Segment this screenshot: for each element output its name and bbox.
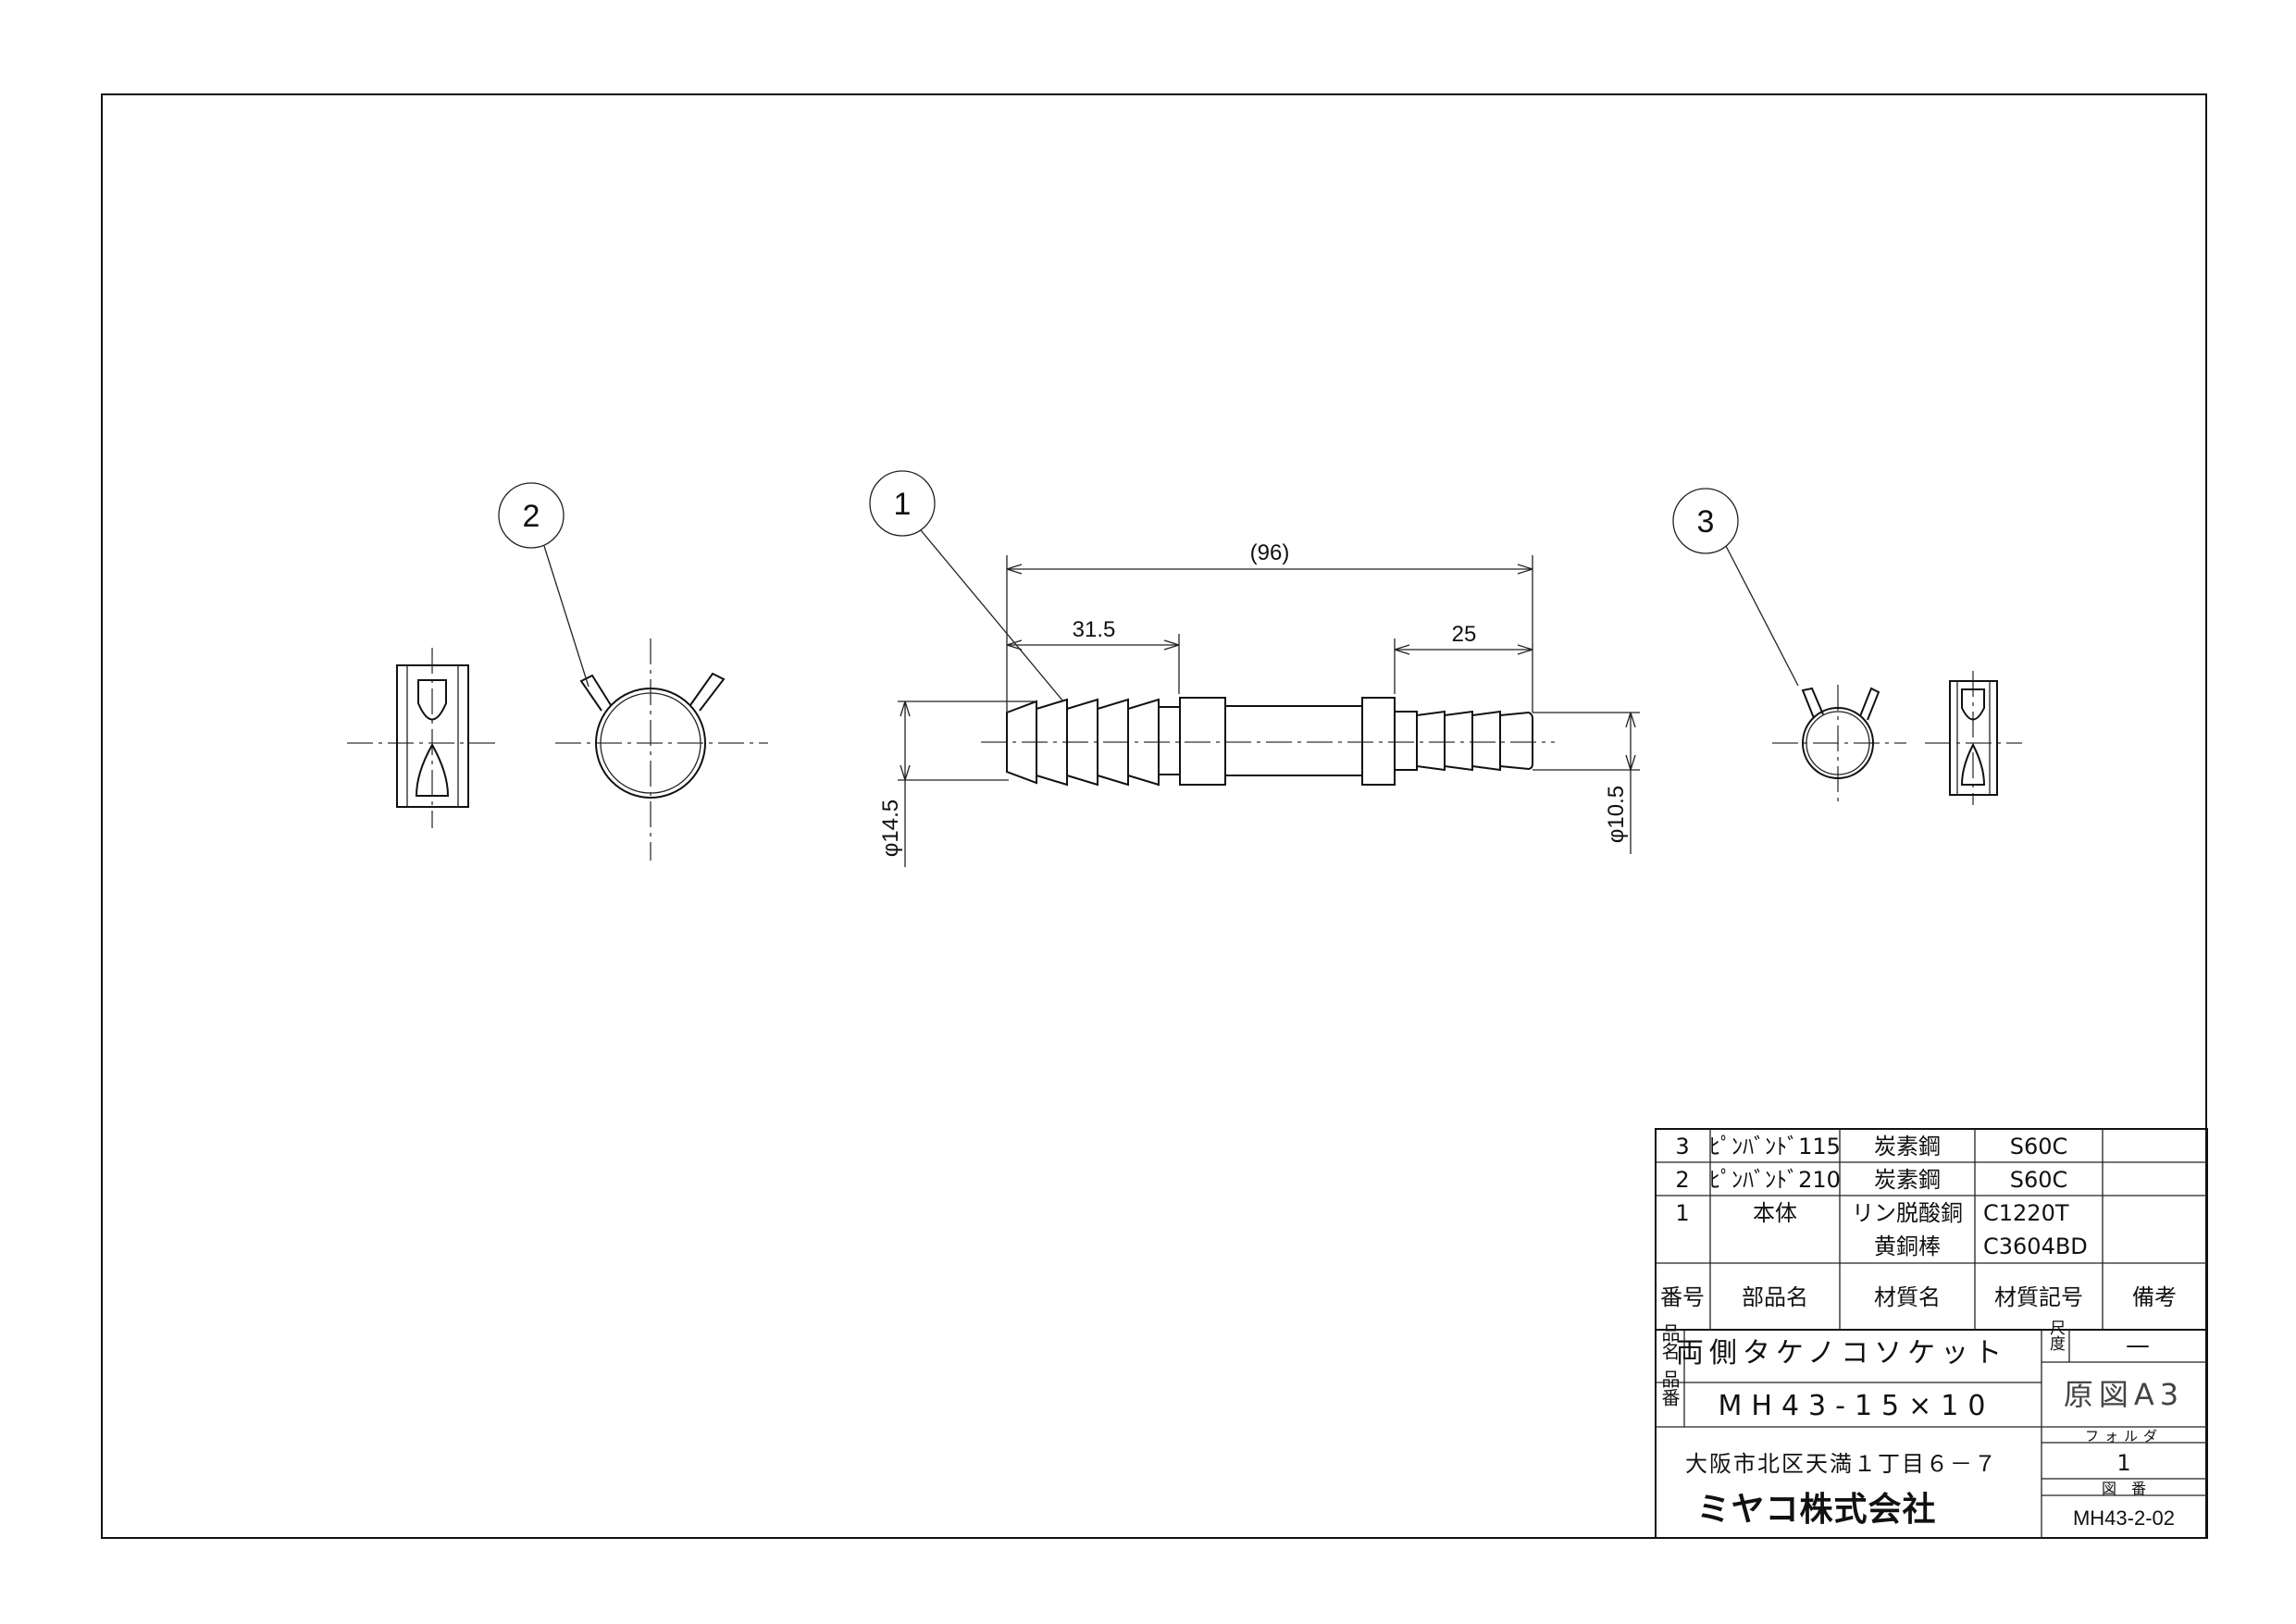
header-notes: 備考: [2132, 1284, 2177, 1310]
row-no: 3: [1675, 1134, 1689, 1159]
row-name: ﾋﾟﾝﾊﾞﾝﾄﾞ210: [1709, 1167, 1841, 1193]
row-code: C1220T: [1983, 1200, 2069, 1226]
header-part-name: 部品名: [1742, 1284, 1808, 1310]
row-no: 1: [1675, 1200, 1689, 1226]
dim-left-barb: 31.5: [1073, 617, 1116, 642]
balloon-2: 2: [498, 482, 590, 688]
folder-label: フォルダ: [2085, 1428, 2163, 1444]
row-code: S60C: [2010, 1167, 2068, 1193]
folder-value: 1: [2116, 1450, 2130, 1476]
product-name-label: 品名: [1658, 1323, 1681, 1360]
clamp-210-front-view: [555, 638, 768, 861]
product-number-label: 品番: [1658, 1370, 1681, 1407]
parts-table: 3 ﾋﾟﾝﾊﾞﾝﾄﾞ115 炭素鋼 S60C 2 ﾋﾟﾝﾊﾞﾝﾄﾞ210 炭素鋼…: [1655, 1128, 2208, 1331]
original-size: 原図A3: [2064, 1377, 2184, 1412]
dim-left-diameter: φ14.5: [878, 800, 903, 857]
header-no: 番号: [1660, 1284, 1705, 1310]
dim-right-barb: 25: [1452, 622, 1477, 647]
row-name: ﾋﾟﾝﾊﾞﾝﾄﾞ115: [1709, 1134, 1841, 1159]
balloon-3: 3: [1672, 488, 1799, 687]
company-name: ミヤコ株式会社: [1696, 1491, 1936, 1529]
balloon-1: 1: [869, 470, 1064, 702]
table-row: 2 ﾋﾟﾝﾊﾞﾝﾄﾞ210 炭素鋼 S60C: [1675, 1167, 2067, 1193]
product-name: 両側タケノコソケット: [1676, 1337, 2007, 1370]
clamp-210-side-view: [347, 648, 500, 828]
row-no: 2: [1675, 1167, 1689, 1193]
dim-overall: (96): [1250, 540, 1290, 565]
clamp-115-front-view: [1772, 685, 1906, 805]
drawing-number-label: 図 番: [2102, 1480, 2146, 1497]
header-material-code: 材質記号: [1994, 1284, 2083, 1310]
balloon-3-label: 3: [1697, 504, 1715, 539]
row-name: 本体: [1753, 1200, 1797, 1226]
scale-value: —: [2126, 1332, 2150, 1359]
socket-body: [981, 697, 1555, 787]
table-row: 3 ﾋﾟﾝﾊﾞﾝﾄﾞ115 炭素鋼 S60C: [1675, 1134, 2067, 1159]
row-material: 炭素鋼: [1874, 1134, 1941, 1159]
clamp-115-side-view: [1925, 671, 2022, 805]
title-block: 品名 両側タケノコソケット 品番 MH43-15×10 尺度 — 原図A3 フォ…: [1655, 1320, 2208, 1539]
row-material: リン脱酸銅: [1852, 1200, 1963, 1226]
row-code-2: C3604BD: [1983, 1233, 2088, 1259]
table-row: 1 本体 リン脱酸銅 C1220T 黄銅棒 C3604BD: [1675, 1200, 2087, 1259]
company-address: 大阪市北区天満１丁目６－７: [1685, 1451, 1998, 1477]
row-material: 炭素鋼: [1874, 1167, 1941, 1193]
dimensions: (96) 31.5 25 φ14.5 φ10.5: [878, 540, 1640, 867]
row-code: S60C: [2010, 1134, 2068, 1159]
drawing-border: [101, 93, 2207, 1539]
table-header: 番号 部品名 材質名 材質記号 備考: [1660, 1284, 2177, 1310]
drawing-number: MH43-2-02: [2073, 1506, 2175, 1530]
product-number: MH43-15×10: [1719, 1390, 1995, 1422]
balloon-2-label: 2: [523, 499, 540, 534]
scale-label: 尺度: [2046, 1320, 2066, 1351]
header-material: 材質名: [1874, 1284, 1941, 1310]
dim-right-diameter: φ10.5: [1604, 786, 1629, 843]
row-material-2: 黄銅棒: [1874, 1233, 1941, 1259]
balloon-1-label: 1: [894, 487, 912, 522]
